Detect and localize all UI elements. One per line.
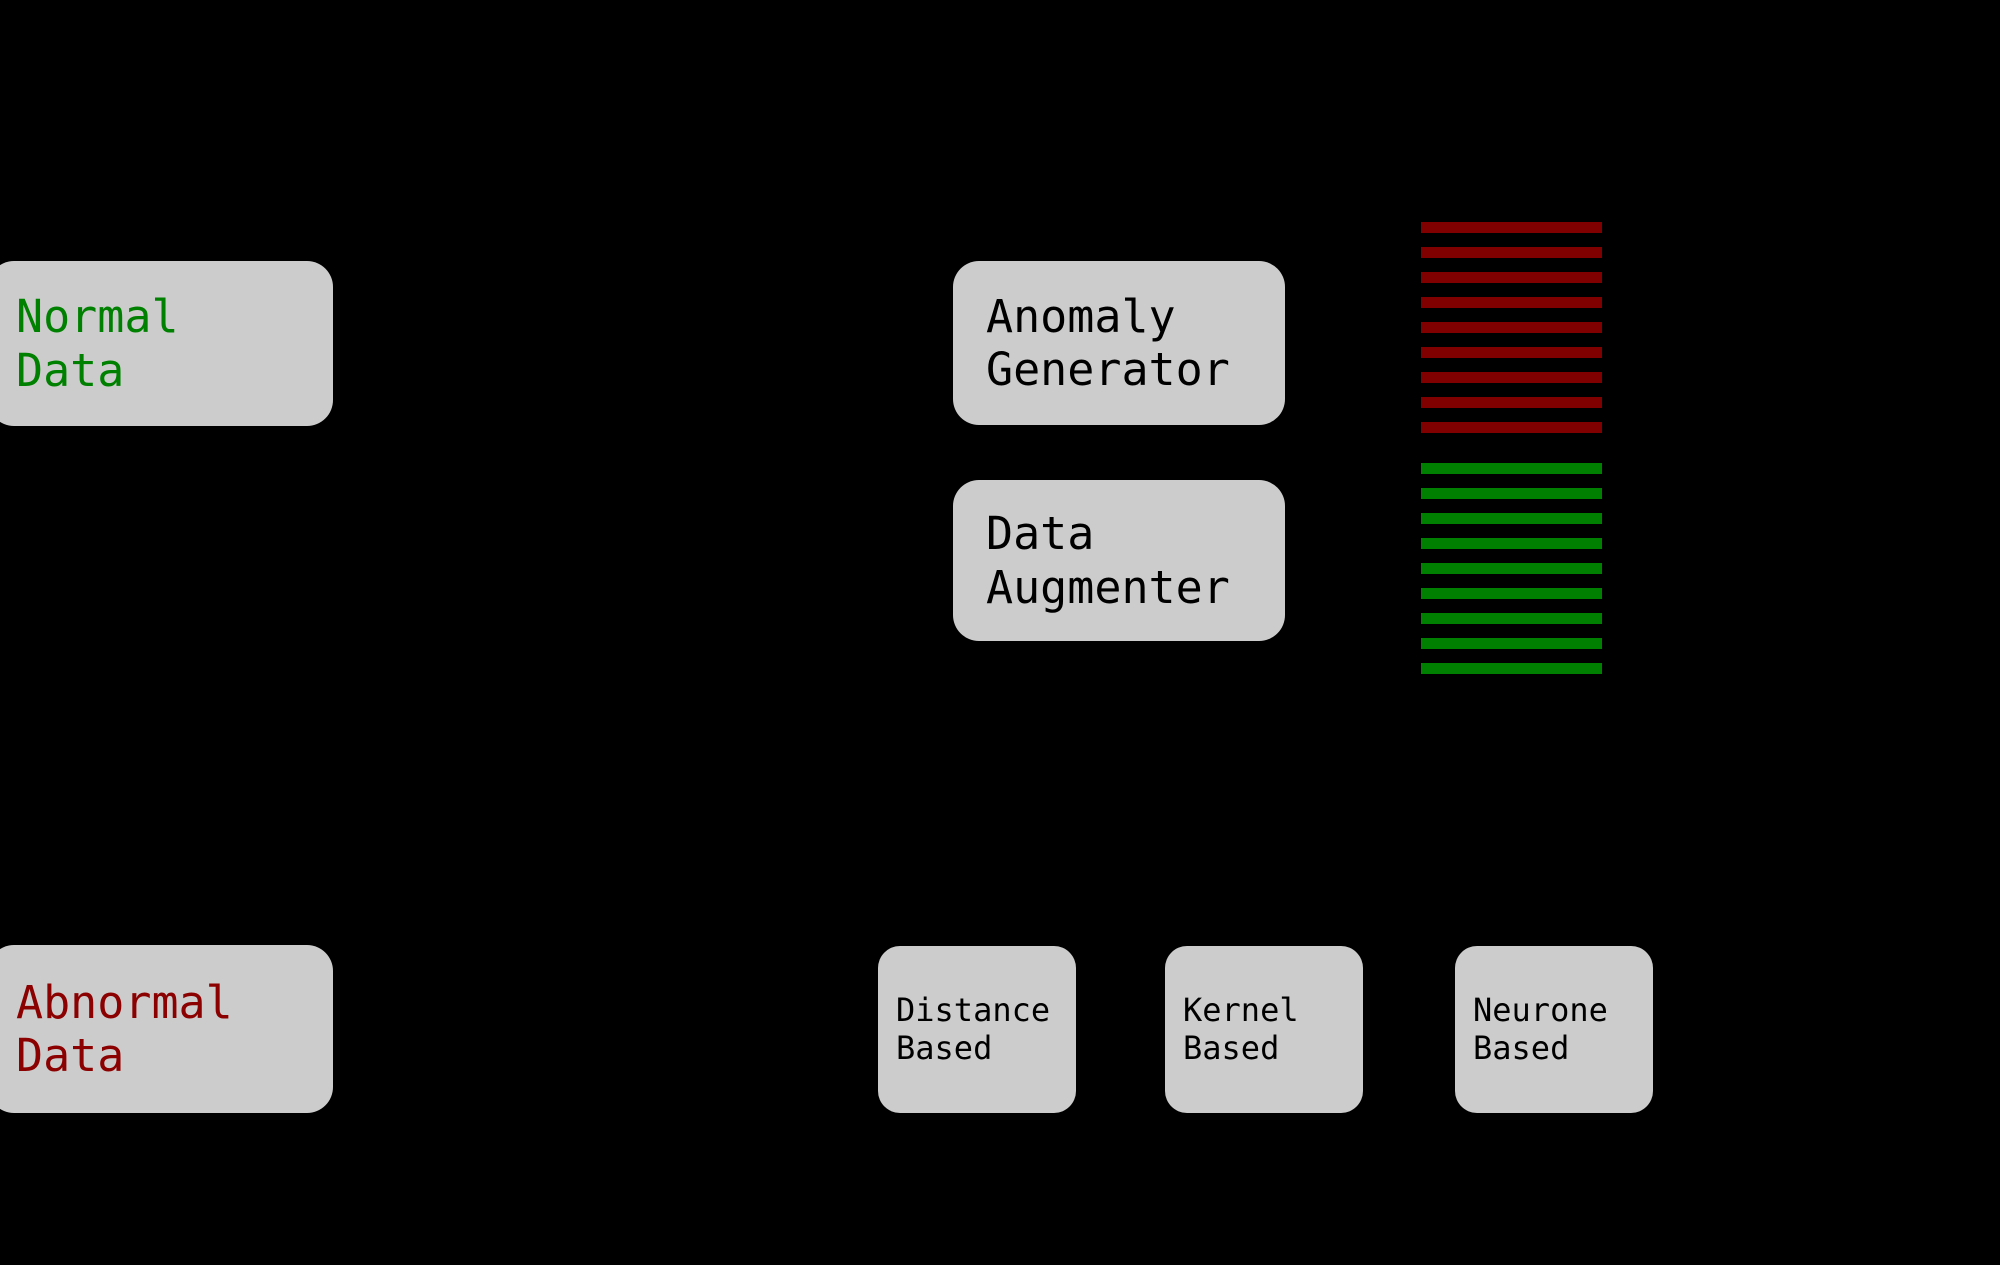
node-distance-based-line1: Distance — [896, 990, 1051, 1029]
stripe-normal-samples-9 — [1421, 663, 1602, 674]
node-kernel-based[interactable]: Kernel Based — [1165, 946, 1363, 1113]
stripe-normal-samples-6 — [1421, 588, 1602, 599]
stripe-anomaly-samples-4 — [1421, 297, 1602, 308]
node-anomaly-generator-line2: Generator — [986, 343, 1230, 396]
stripe-normal-samples-3 — [1421, 513, 1602, 524]
node-normal-data-line1: Normal — [16, 290, 179, 344]
stripe-normal-samples-2 — [1421, 488, 1602, 499]
stripe-normal-samples-4 — [1421, 538, 1602, 549]
node-abnormal-data[interactable]: Abnormal Data — [0, 945, 333, 1113]
node-neurone-based-line2: Based — [1473, 1028, 1570, 1067]
node-data-augmenter-line1: Data — [986, 507, 1095, 561]
node-data-augmenter-line2: Augmenter — [986, 560, 1230, 614]
node-anomaly-generator[interactable]: Anomaly Generator — [953, 261, 1285, 425]
stripe-anomaly-samples-9 — [1421, 422, 1602, 433]
stripe-normal-samples-8 — [1421, 638, 1602, 649]
node-normal-data-line2: Data — [16, 343, 125, 397]
stripe-anomaly-samples-7 — [1421, 372, 1602, 383]
stripe-normal-samples-5 — [1421, 563, 1602, 574]
stripe-anomaly-samples-6 — [1421, 347, 1602, 358]
stripe-anomaly-samples-3 — [1421, 272, 1602, 283]
stripe-anomaly-samples-1 — [1421, 222, 1602, 233]
node-distance-based-line2: Based — [896, 1028, 993, 1067]
node-anomaly-generator-line1: Anomaly — [986, 289, 1176, 343]
node-kernel-based-line1: Kernel — [1183, 990, 1299, 1029]
stripe-anomaly-samples-8 — [1421, 397, 1602, 408]
stripe-normal-samples-1 — [1421, 463, 1602, 474]
node-neurone-based[interactable]: Neurone Based — [1455, 946, 1653, 1113]
node-distance-based[interactable]: Distance Based — [878, 946, 1076, 1113]
stripe-anomaly-samples-5 — [1421, 322, 1602, 333]
node-data-augmenter[interactable]: Data Augmenter — [953, 480, 1285, 641]
node-abnormal-data-line2: Data — [16, 1029, 125, 1082]
node-normal-data[interactable]: Normal Data — [0, 261, 333, 426]
stripe-anomaly-samples-2 — [1421, 247, 1602, 258]
node-neurone-based-line1: Neurone — [1473, 990, 1608, 1029]
node-kernel-based-line2: Based — [1183, 1028, 1280, 1067]
generated-dataset-stripes — [1421, 222, 1602, 688]
node-abnormal-data-line1: Abnormal — [16, 975, 233, 1029]
stripe-normal-samples-7 — [1421, 613, 1602, 624]
